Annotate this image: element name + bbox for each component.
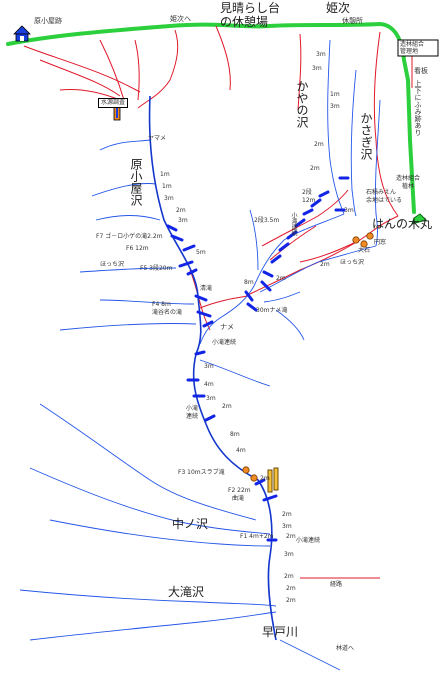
shotaki-renzoku-2b-label: 連続: [186, 413, 199, 420]
h-3m-6: 3m: [178, 217, 188, 224]
fumiato-label: 上下にふみ跡あり: [414, 80, 422, 136]
shotaki-renzoku-3-label: 小滝連続: [296, 537, 321, 544]
keiro-label: 経路: [330, 581, 343, 588]
f4-label-1: F4 8m: [152, 301, 171, 308]
harakoya-ato-label: 原小屋跡: [34, 17, 62, 25]
trail-lines: [23, 25, 413, 579]
ootakisawa-label: 大滝沢: [168, 585, 205, 599]
shotaki-renzoku-1-label: 小滝連続: [212, 339, 237, 346]
waterfall-markers: [166, 176, 350, 542]
zorin-label-2: 植林: [402, 183, 415, 190]
hocchisawa-right-label: ほっち沢: [340, 259, 365, 266]
ishitsumi-label-1: 石積みえん: [366, 189, 397, 196]
suigen-label: 水源調査: [98, 98, 129, 108]
h-3m-7: 3m: [204, 363, 214, 370]
hut-points: [242, 232, 374, 482]
h-2m-6: 2m: [222, 403, 232, 410]
hannoki-peak-icon: [411, 213, 427, 225]
miharashi-label-1: 見晴らし台: [220, 1, 281, 15]
danki-2-h-label: 12m: [302, 197, 316, 204]
hut-icon: [13, 25, 31, 42]
f7-label: F7 ゴ－ロ小ゲの滝2.2m: [96, 233, 163, 240]
kiyotaki-label: 清滝: [200, 285, 213, 292]
h-2m-3: 2m: [176, 207, 186, 214]
h-2m-8: 2m: [282, 511, 292, 518]
h-3m-9: 3m: [282, 523, 292, 530]
h-2m-5: 2m: [320, 261, 330, 268]
h-1m-2: 1m: [160, 171, 170, 178]
kyukeijo-label: 休憩所: [342, 17, 363, 25]
oishi-label: 大石: [358, 247, 371, 254]
hannoki-label: はんの木丸: [372, 217, 433, 231]
miharashi-label-2: の休憩場: [220, 15, 269, 29]
harakoyasawa-label: 原小屋沢: [129, 158, 143, 206]
h-3m-8: 3m: [206, 395, 216, 402]
h-2m-1: 2m: [314, 141, 324, 148]
h-4m-2: 4m: [236, 447, 246, 454]
ladder-icon: [267, 467, 279, 493]
f5-label: F5 3段20m: [140, 265, 173, 272]
f4-label-2: 滝谷名の滝: [152, 309, 183, 316]
yamame-label: ヤマメ: [148, 135, 167, 142]
danki-2-25-label: 2段3.5m: [254, 217, 280, 224]
f3-label: F3 10mスラブ滝: [178, 469, 225, 476]
kanban-label: 看板: [414, 67, 428, 75]
nakanosawa-label: 中ノ沢: [172, 517, 209, 531]
kasagisawa-label: かさぎ沢: [359, 112, 373, 160]
stream-lines: [19, 39, 381, 671]
h-3m-1: 3m: [316, 51, 326, 58]
forest-road: [6, 21, 416, 214]
h-3m-10: 3m: [284, 551, 294, 558]
h-2m-4: 2m: [276, 275, 286, 282]
h-3m-4: 3m: [344, 207, 354, 214]
h-2m-10: 2m: [284, 573, 294, 580]
renzoku-kana-label: 小滝連続: [290, 212, 297, 236]
zorin-label-1: 造林組合: [396, 175, 421, 182]
f2-label-1: F2 22m: [228, 487, 251, 494]
h-2m-9: 2m: [286, 533, 296, 540]
hocchisawa-left-label: ほっち沢: [100, 261, 125, 268]
gyomu-box: [397, 39, 439, 57]
f2-label-2: 曲滝: [232, 495, 245, 502]
gyomu-label-2: 管理地: [400, 48, 419, 55]
nameri-label: ナメ: [220, 323, 234, 331]
himetsugi-left-label: 姫次へ: [170, 15, 191, 23]
f6-label: F6 12m: [126, 245, 149, 252]
suigen-pole-icon: [116, 106, 118, 118]
hayatogawa-label: 早戸川: [262, 625, 299, 639]
himetsugi-label: 姫次: [326, 1, 351, 15]
gyomu-label-1: 造林組合: [400, 41, 425, 48]
main-river: [148, 95, 277, 641]
h-1m-1: 1m: [330, 91, 340, 98]
h-2m-2: 2m: [310, 165, 320, 172]
ishitsumi-label-2: 余地はでいる: [366, 197, 403, 204]
h-4m-1: 4m: [204, 381, 214, 388]
h-8m-1: 8m: [244, 279, 254, 286]
nameri-30m-label: 30mナメ滝: [256, 307, 288, 314]
h-2m-7: 2m: [260, 475, 270, 482]
enkei-label: 円窓: [374, 239, 387, 246]
h-8m-2: 8m: [230, 431, 240, 438]
f1-label: F1 4m+2m: [240, 533, 274, 540]
kayanosawa-label: かやの沢: [295, 80, 309, 128]
h-1m-3: 1m: [162, 183, 172, 190]
rindo-label: 林道へ: [336, 645, 355, 652]
h-3m-2: 3m: [312, 65, 322, 72]
h-3m-3: 3m: [330, 103, 340, 110]
shotaki-renzoku-2-label: 小滝: [186, 405, 199, 412]
h-2m-11: 2m: [286, 585, 296, 592]
h-2m-12: 2m: [286, 597, 296, 604]
h-5m-1: 5m: [196, 249, 206, 256]
danki-2-label: 2段: [302, 189, 312, 196]
h-3m-5: 3m: [164, 195, 174, 202]
